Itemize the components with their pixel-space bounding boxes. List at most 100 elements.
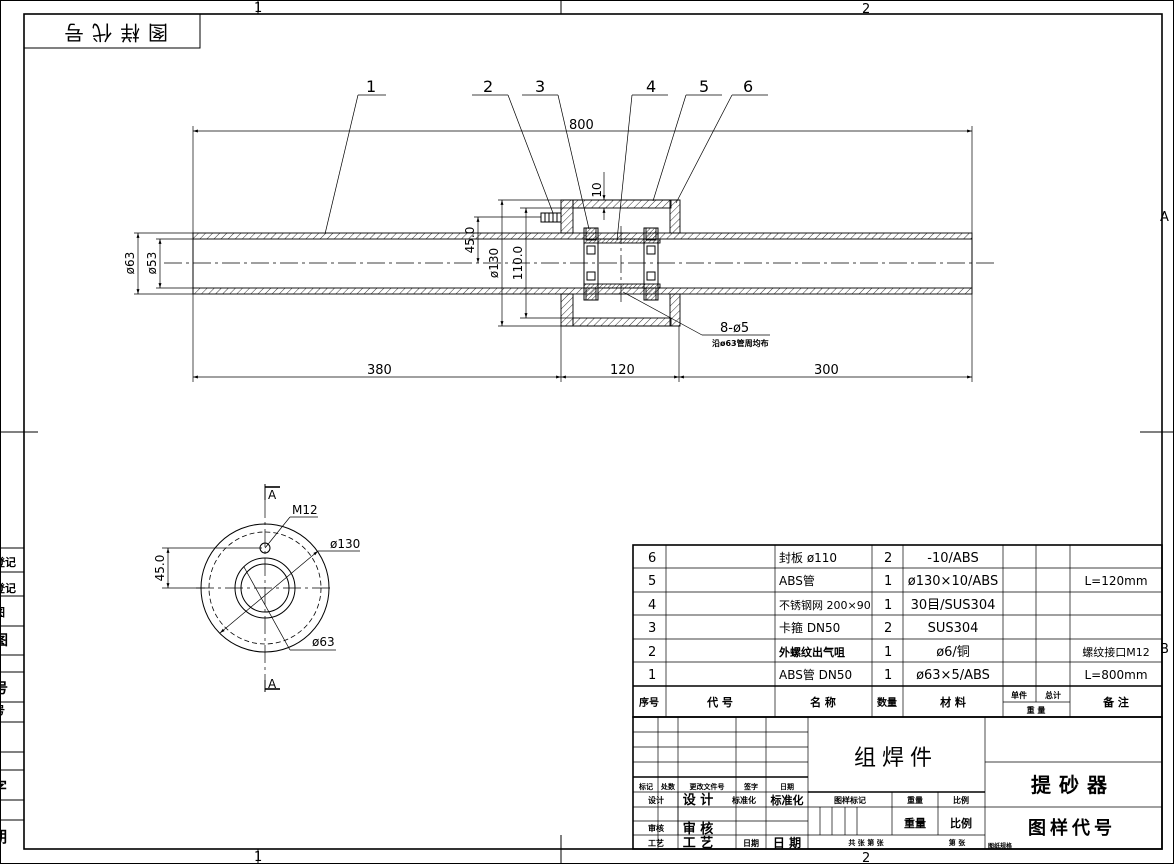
bom-row-1-qty: 1 <box>884 668 892 683</box>
sheets-total: 共 张 第 张 <box>848 838 884 847</box>
section-view: A A M12 ø130 ø63 45.0 <box>153 484 360 692</box>
review-label: 审核 <box>648 823 664 833</box>
bom-row-1-material: ø63×5/ABS <box>916 668 990 683</box>
date-small: 日期 <box>743 838 759 848</box>
zone-right-a: A <box>1160 210 1169 225</box>
mesh-bottom <box>583 283 661 289</box>
title-assembly-type: 组焊件 <box>854 746 938 771</box>
bom-row-5-material: ø130×10/ABS <box>908 574 998 589</box>
dim-300-text: 300 <box>814 363 839 378</box>
title-product-name: 提砂器 <box>1031 773 1115 797</box>
main-view: 1 2 3 4 5 6 800 <box>123 77 994 382</box>
end-plate-right-top <box>669 199 681 234</box>
zone-bottom-2: 2 <box>862 851 870 864</box>
holes-note-text: 沿ø63管周均布 <box>712 338 769 348</box>
dim-pipe-diameters: ø63 ø53 <box>123 232 193 295</box>
design-label: 设计 <box>648 795 664 805</box>
stamp-box: 图样代号 <box>23 13 201 49</box>
zone-top-1: 1 <box>254 1 262 16</box>
dim-10-text: 10 <box>590 182 604 197</box>
dim-63-text: ø63 <box>123 252 137 275</box>
rev-label-count: 处数 <box>660 782 676 791</box>
sheet-no: 第 张 <box>949 838 966 847</box>
weight-small: 重量 <box>907 795 923 805</box>
bom-row-5-qty: 1 <box>884 574 892 589</box>
holes-text: 8-ø5 <box>720 321 749 336</box>
dim-380-text: 380 <box>367 363 392 378</box>
date-value: 日 期 <box>773 835 801 850</box>
bom-row-2-no: 2 <box>648 645 656 660</box>
callout-3: 3 <box>535 77 545 96</box>
section-130-text: ø130 <box>330 537 360 551</box>
dim-45-text: 45.0 <box>463 227 477 254</box>
clamp-right <box>643 227 659 301</box>
scale-label: 比例 <box>950 816 972 830</box>
end-plate-left-top <box>560 199 574 234</box>
dim-110-text: 110.0 <box>511 246 525 280</box>
bom-row-1-no: 1 <box>648 668 656 683</box>
housing-wall-bottom <box>572 317 672 327</box>
design-value: 设 计 <box>683 792 714 808</box>
process-value: 工 艺 <box>683 835 714 851</box>
bom-header-remark: 备 注 <box>1102 695 1129 709</box>
dim-overall-800: 800 <box>192 118 973 233</box>
bom-row-4-no: 4 <box>648 598 656 613</box>
section-label-top: A <box>268 488 277 502</box>
footer-spec: 图纸规格 <box>988 842 1013 850</box>
bom-row-5-remark: L=120mm <box>1084 574 1147 588</box>
bom-header-weight: 重 量 <box>1027 705 1046 715</box>
stamp-box-text: 图样代号 <box>56 21 168 45</box>
pipe-wall-top <box>192 232 973 240</box>
std-label: 标准化 <box>770 793 804 807</box>
std-small-label: 标准化 <box>731 795 756 805</box>
bom-row-2-remark: 螺纹接口M12 <box>1082 645 1150 659</box>
bom-header-no: 序号 <box>639 696 659 709</box>
bom-row-6-qty: 2 <box>884 551 892 566</box>
left-strip-label-8: 期 <box>0 828 7 846</box>
zone-top-2: 2 <box>862 2 870 17</box>
weight-label: 重量 <box>904 816 926 830</box>
review-value: 审 核 <box>683 821 714 837</box>
left-strip-label-3: 图 <box>0 606 5 619</box>
bom-row-3-no: 3 <box>648 621 656 636</box>
section-45-text: 45.0 <box>153 555 167 582</box>
end-plate-left-bottom <box>560 293 574 327</box>
left-strip-label-6: 号 <box>0 704 5 717</box>
bom-row-2-name: 外螺纹出气咀 <box>778 645 845 659</box>
bom-row-6-name: 封板 ø110 <box>779 551 837 565</box>
callout-4: 4 <box>646 77 656 96</box>
bom-header-code: 代 号 <box>706 695 733 709</box>
bom-row-4-material: 30目/SUS304 <box>911 598 996 613</box>
section-63-text: ø63 <box>312 635 335 649</box>
rev-label-date: 日期 <box>780 782 794 791</box>
left-strip-label-1: 登记 <box>0 555 16 569</box>
dim-housing: 45.0 ø130 110.0 <box>463 199 573 327</box>
bom-row-1-name: ABS管 DN50 <box>779 667 852 682</box>
dim-800-text: 800 <box>569 118 594 133</box>
end-plate-right-bottom <box>669 293 681 327</box>
process-label: 工艺 <box>648 838 664 848</box>
bom-header-material: 材 料 <box>940 695 966 709</box>
title-block: 组焊件 提砂器 图样代号 标记 处数 更改文件号 签字 日期 设计 设 计 标准… <box>632 716 1163 851</box>
callout-2: 2 <box>483 77 493 96</box>
bom-row-4-qty: 1 <box>884 598 892 613</box>
holes-note: 8-ø5 沿ø63管周均布 <box>622 291 770 348</box>
pipe-wall-bottom <box>192 287 973 295</box>
stage-mark: 图样标记 <box>834 795 866 805</box>
rev-label-mark: 标记 <box>638 782 653 791</box>
bom-header-unit: 单件 <box>1011 690 1027 700</box>
bom-header-qty: 数量 <box>877 696 897 709</box>
left-strip-label-4: 图 <box>0 633 8 649</box>
dim-120-text: 120 <box>610 363 635 378</box>
left-strip: 登记 登记 图 图 号 号 字 期 <box>0 547 24 846</box>
rev-label-sign: 签字 <box>743 782 758 791</box>
bom-row-3-material: SUS304 <box>928 621 979 636</box>
bom-row-3-name: 卡箍 DN50 <box>779 620 840 635</box>
dim-130-text: ø130 <box>487 248 501 278</box>
callout-5: 5 <box>699 77 709 96</box>
callouts: 1 2 3 4 5 6 <box>324 77 768 241</box>
left-strip-label-7: 字 <box>0 778 7 796</box>
dim-bottom-lengths: 380 120 300 <box>192 294 973 382</box>
scale-small: 比例 <box>953 795 969 805</box>
